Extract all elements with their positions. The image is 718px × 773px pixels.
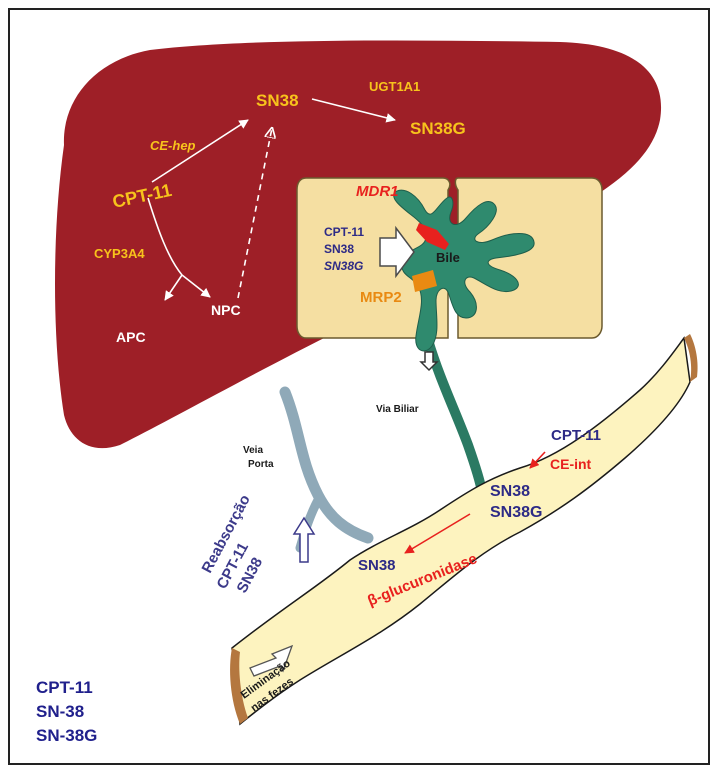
label-npc: NPC <box>211 302 241 318</box>
label-intestine-cpt11: CPT-11 <box>551 427 601 444</box>
label-intestine-sn38g: SN38G <box>490 504 542 521</box>
label-bile: Bile <box>436 250 460 265</box>
label-ce-int: CE-int <box>550 456 592 472</box>
label-ce-hep: CE-hep <box>150 138 196 153</box>
label-intestine-sn38-lower: SN38 <box>358 557 396 574</box>
label-ugt1a1: UGT1A1 <box>369 79 420 94</box>
label-apc: APC <box>116 329 146 345</box>
label-excreted-cpt11: CPT-11 <box>36 678 93 697</box>
label-hepatocyte-sn38g: SN38G <box>324 259 363 273</box>
label-sn38g-liver: SN38G <box>410 119 466 138</box>
label-sn38-liver: SN38 <box>256 91 299 110</box>
label-mrp2: MRP2 <box>360 289 402 306</box>
label-via-biliar: Via Biliar <box>376 404 419 415</box>
label-excreted-sn38: SN-38 <box>36 702 84 721</box>
label-mdr1: MDR1 <box>356 183 399 200</box>
label-intestine-sn38: SN38 <box>490 483 530 500</box>
label-veia-porta-2: Porta <box>248 459 274 470</box>
label-cyp3a4: CYP3A4 <box>94 246 145 261</box>
label-hepatocyte-sn38: SN38 <box>324 242 354 256</box>
label-veia-porta-1: Veia <box>243 445 263 456</box>
label-excreted-sn38g: SN-38G <box>36 726 97 745</box>
label-hepatocyte-cpt11: CPT-11 <box>324 225 364 239</box>
